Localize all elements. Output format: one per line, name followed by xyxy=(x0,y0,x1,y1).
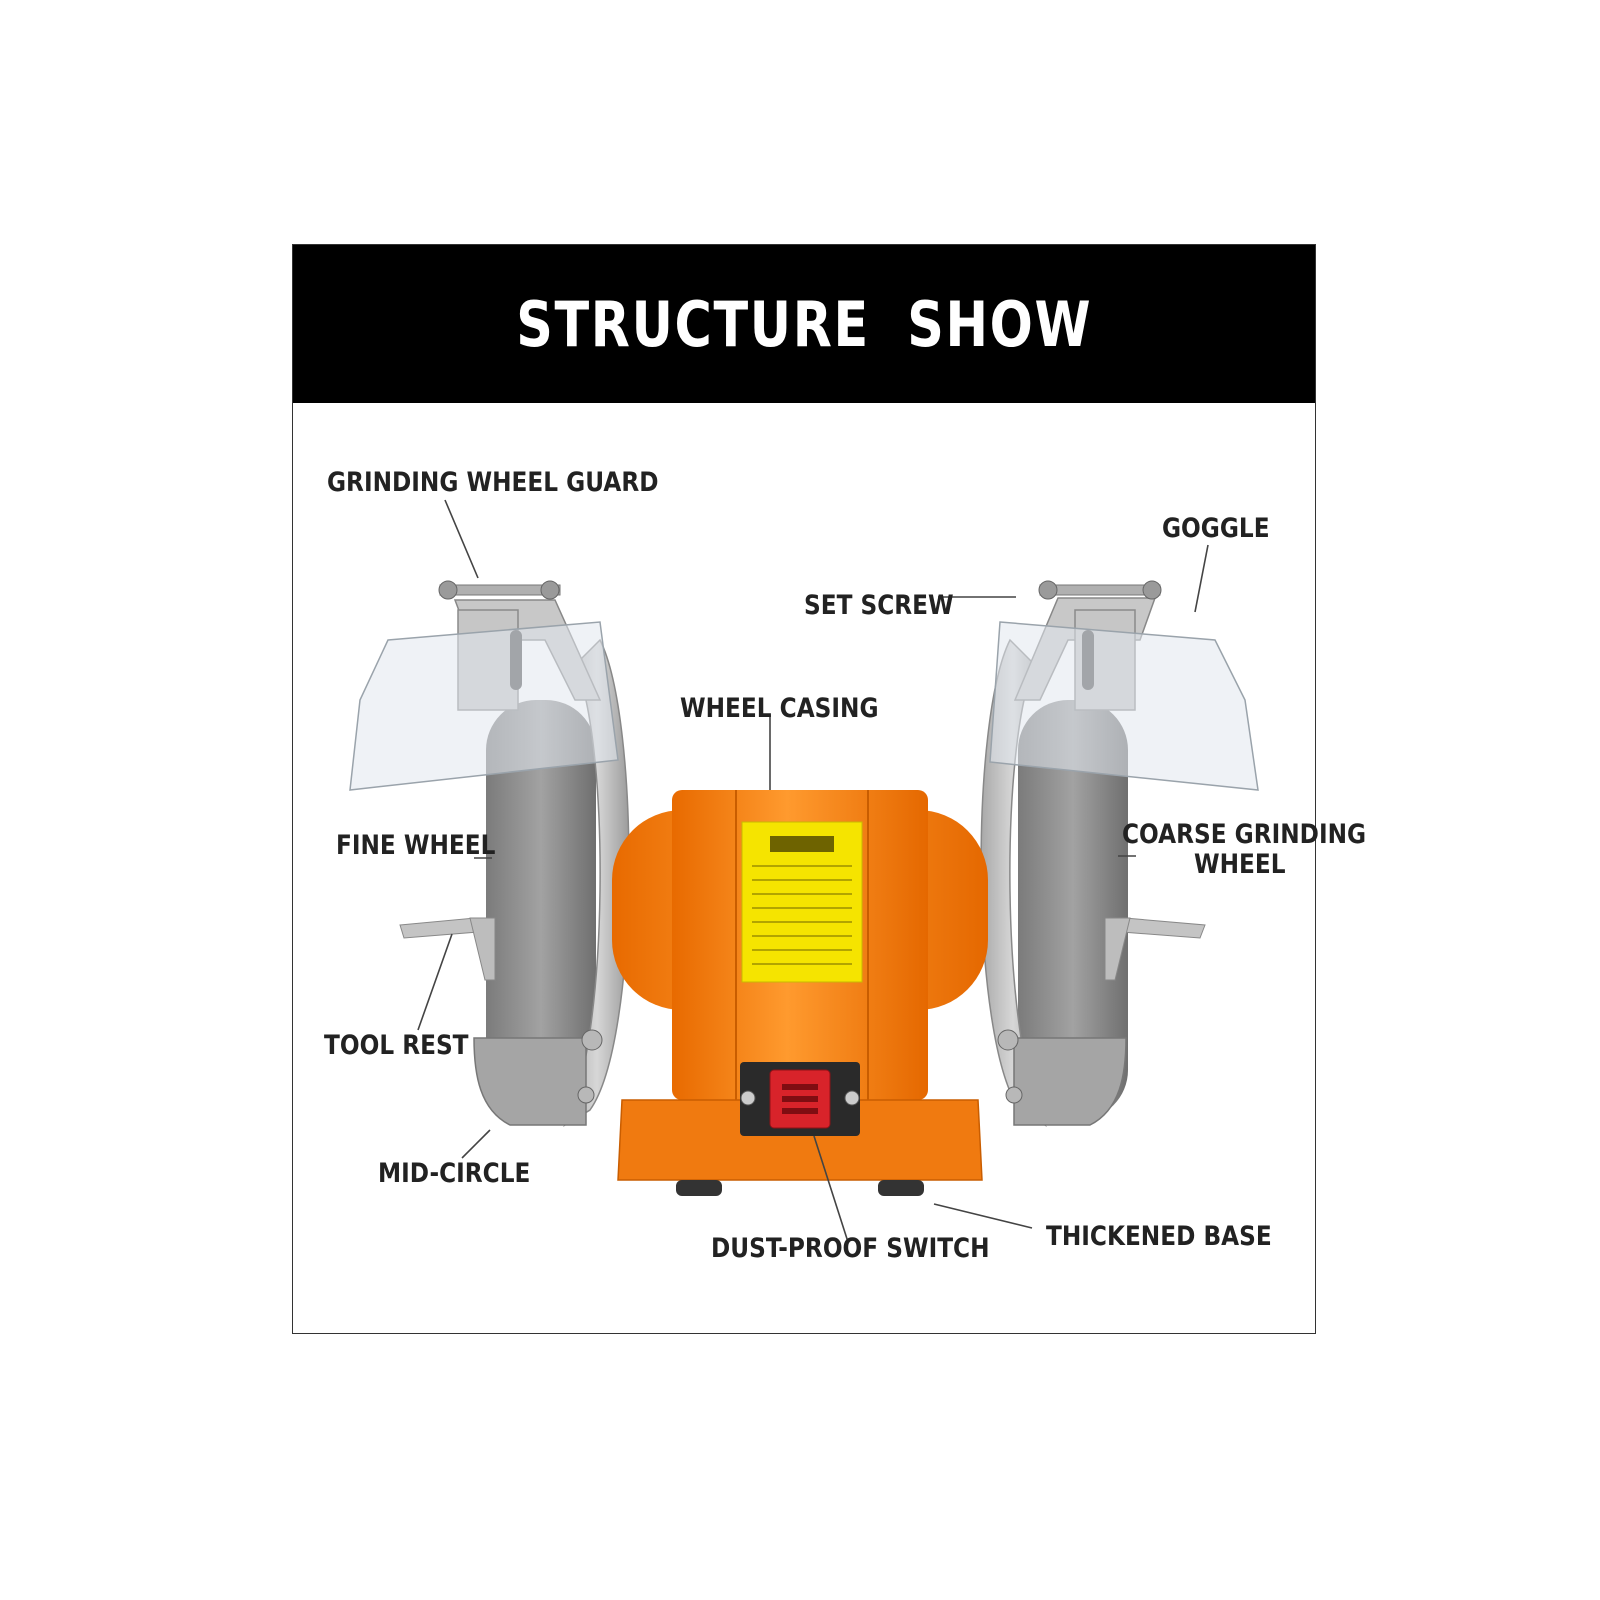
leader-goggle xyxy=(1194,544,1209,613)
right-mid-circle xyxy=(1013,1037,1127,1126)
leader-thickened-base xyxy=(933,1203,1033,1229)
right-set-screw-nut2 xyxy=(1142,580,1162,600)
left-set-screw-nut xyxy=(438,580,458,600)
left-mid-bolt2 xyxy=(577,1086,595,1104)
leader-mid-circle xyxy=(461,1129,491,1159)
leader-lines xyxy=(417,499,1209,1243)
right-wheel-assembly xyxy=(980,580,1259,1128)
leader-tool-rest xyxy=(417,933,453,1031)
switch-screw-left xyxy=(740,1090,756,1106)
motor-body xyxy=(612,790,988,1196)
label-coarse-grinding-wheel-1: COARSE GRINDING xyxy=(1122,819,1367,850)
switch-screw-right xyxy=(844,1090,860,1106)
right-set-screw-rod xyxy=(1039,584,1161,596)
coarse-wheel-shape xyxy=(1018,700,1128,1120)
left-goggle-shape xyxy=(349,621,619,791)
label-grinding-wheel-guard: GRINDING WHEEL GUARD xyxy=(327,467,659,498)
label-set-screw: SET SCREW xyxy=(804,590,954,621)
label-tool-rest: TOOL REST xyxy=(324,1030,469,1061)
left-set-screw-nut2 xyxy=(540,580,560,600)
plate-header-mark xyxy=(770,836,834,852)
foot-left xyxy=(676,1180,722,1196)
foot-right xyxy=(878,1180,924,1196)
right-goggle-shape xyxy=(989,621,1259,791)
page-title: STRUCTURE SHOW xyxy=(515,287,1093,361)
label-goggle: GOGGLE xyxy=(1162,513,1270,544)
label-thickened-base: THICKENED BASE xyxy=(1046,1221,1272,1252)
leader-dust-proof-switch xyxy=(813,1135,849,1243)
left-tool-rest-bracket xyxy=(469,917,496,981)
label-wheel-casing: WHEEL CASING xyxy=(680,693,879,724)
label-coarse-grinding-wheel-2: WHEEL xyxy=(1194,849,1286,880)
left-mid-bolt xyxy=(581,1029,603,1051)
left-tool-rest xyxy=(399,917,479,939)
right-mid-bolt xyxy=(997,1029,1019,1051)
right-tool-rest xyxy=(1121,917,1206,939)
right-set-screw-nut xyxy=(1038,580,1058,600)
title-banner: STRUCTURE SHOW xyxy=(293,245,1315,403)
fine-wheel-shape xyxy=(486,700,596,1120)
label-dust-proof-switch: DUST-PROOF SWITCH xyxy=(711,1233,990,1264)
leader-grinding-wheel-guard xyxy=(444,499,479,579)
label-fine-wheel: FINE WHEEL xyxy=(336,830,496,861)
left-wheel-assembly xyxy=(349,580,630,1128)
right-mid-bolt2 xyxy=(1005,1086,1023,1104)
left-mid-circle xyxy=(473,1037,587,1126)
right-tool-rest-bracket xyxy=(1104,917,1131,981)
label-mid-circle: MID-CIRCLE xyxy=(378,1158,531,1189)
